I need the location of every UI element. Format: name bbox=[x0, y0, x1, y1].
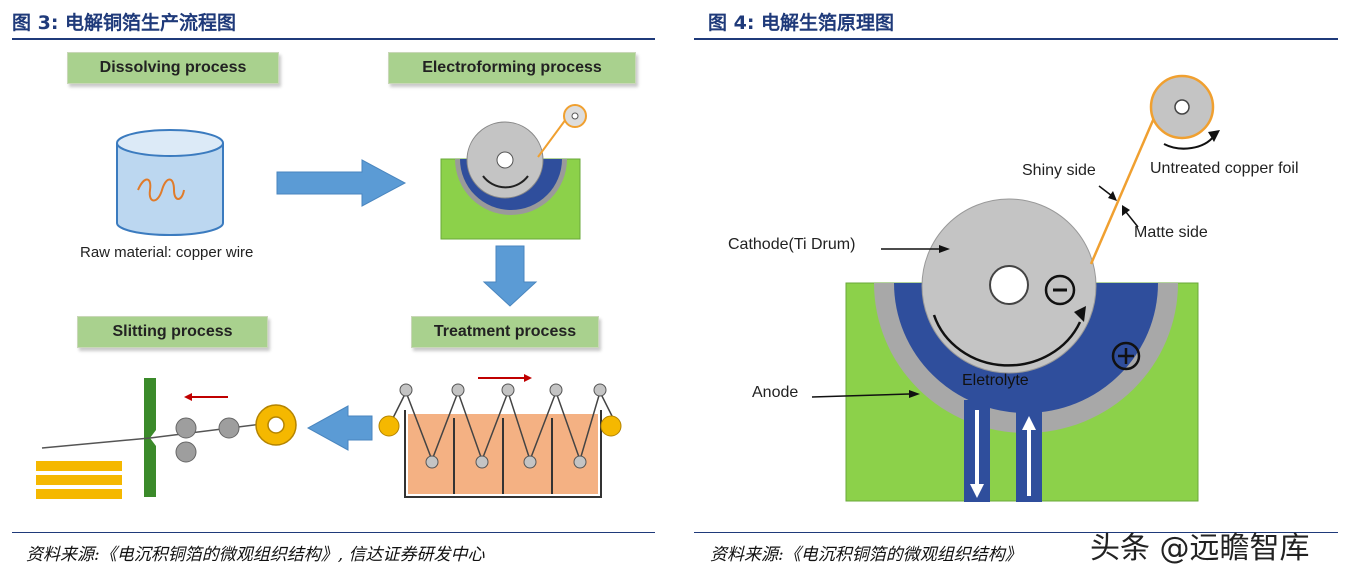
plus-sign-icon bbox=[1111, 341, 1141, 371]
figure3-source: 资料来源:《电沉积铜箔的微观组织结构》, 信达证券研发中心 bbox=[26, 545, 485, 565]
flow-arrow-down bbox=[482, 245, 538, 307]
slitting-process-box: Slitting process bbox=[77, 316, 268, 348]
rotation-arrow-icon bbox=[932, 314, 1082, 367]
reel-rotation-arrow-icon bbox=[1163, 135, 1215, 150]
figure4-source: 资料来源:《电沉积铜箔的微观组织结构》 bbox=[710, 545, 1022, 565]
drum-hub bbox=[989, 265, 1029, 305]
figure4-title-rule bbox=[694, 38, 1338, 40]
dissolving-process-box: Dissolving process bbox=[67, 52, 279, 84]
copper-foil bbox=[1089, 103, 1162, 265]
electroforming-process-box: Electroforming process bbox=[388, 52, 636, 84]
untreated-copper-foil-label: Untreated copper foil bbox=[1150, 160, 1299, 177]
cathode-label: Cathode(Ti Drum) bbox=[728, 236, 856, 253]
copper-wire-coil bbox=[137, 178, 185, 202]
electrolyte-label: Eletrolyte bbox=[962, 372, 1029, 389]
anode-label: Anode bbox=[752, 384, 799, 401]
figure4-bottom-rule bbox=[694, 532, 1338, 533]
matte-side-label: Matte side bbox=[1134, 224, 1208, 241]
figure4-title: 图 4: 电解生箔原理图 bbox=[708, 12, 895, 34]
treatment-process-box: Treatment process bbox=[411, 316, 599, 348]
flow-arrow-left bbox=[306, 405, 373, 451]
figure3-title-rule bbox=[12, 38, 655, 40]
raw-material-label: Raw material: copper wire bbox=[80, 244, 254, 261]
figure4-diagram bbox=[811, 74, 1220, 502]
figure3-title: 图 3: 电解铜箔生产流程图 bbox=[12, 12, 237, 34]
slitting-machine bbox=[36, 378, 297, 499]
minus-sign-icon bbox=[1044, 274, 1076, 306]
treatment-bath bbox=[378, 374, 622, 498]
watermark: 头条 @远瞻智库 bbox=[1090, 531, 1310, 566]
electroforming-tank bbox=[440, 104, 587, 240]
figure3-bottom-rule bbox=[12, 532, 655, 533]
flow-arrow-right bbox=[276, 159, 407, 207]
figure3-diagram bbox=[36, 104, 622, 499]
shiny-side-label: Shiny side bbox=[1022, 162, 1096, 179]
dissolving-cylinder bbox=[116, 129, 224, 236]
